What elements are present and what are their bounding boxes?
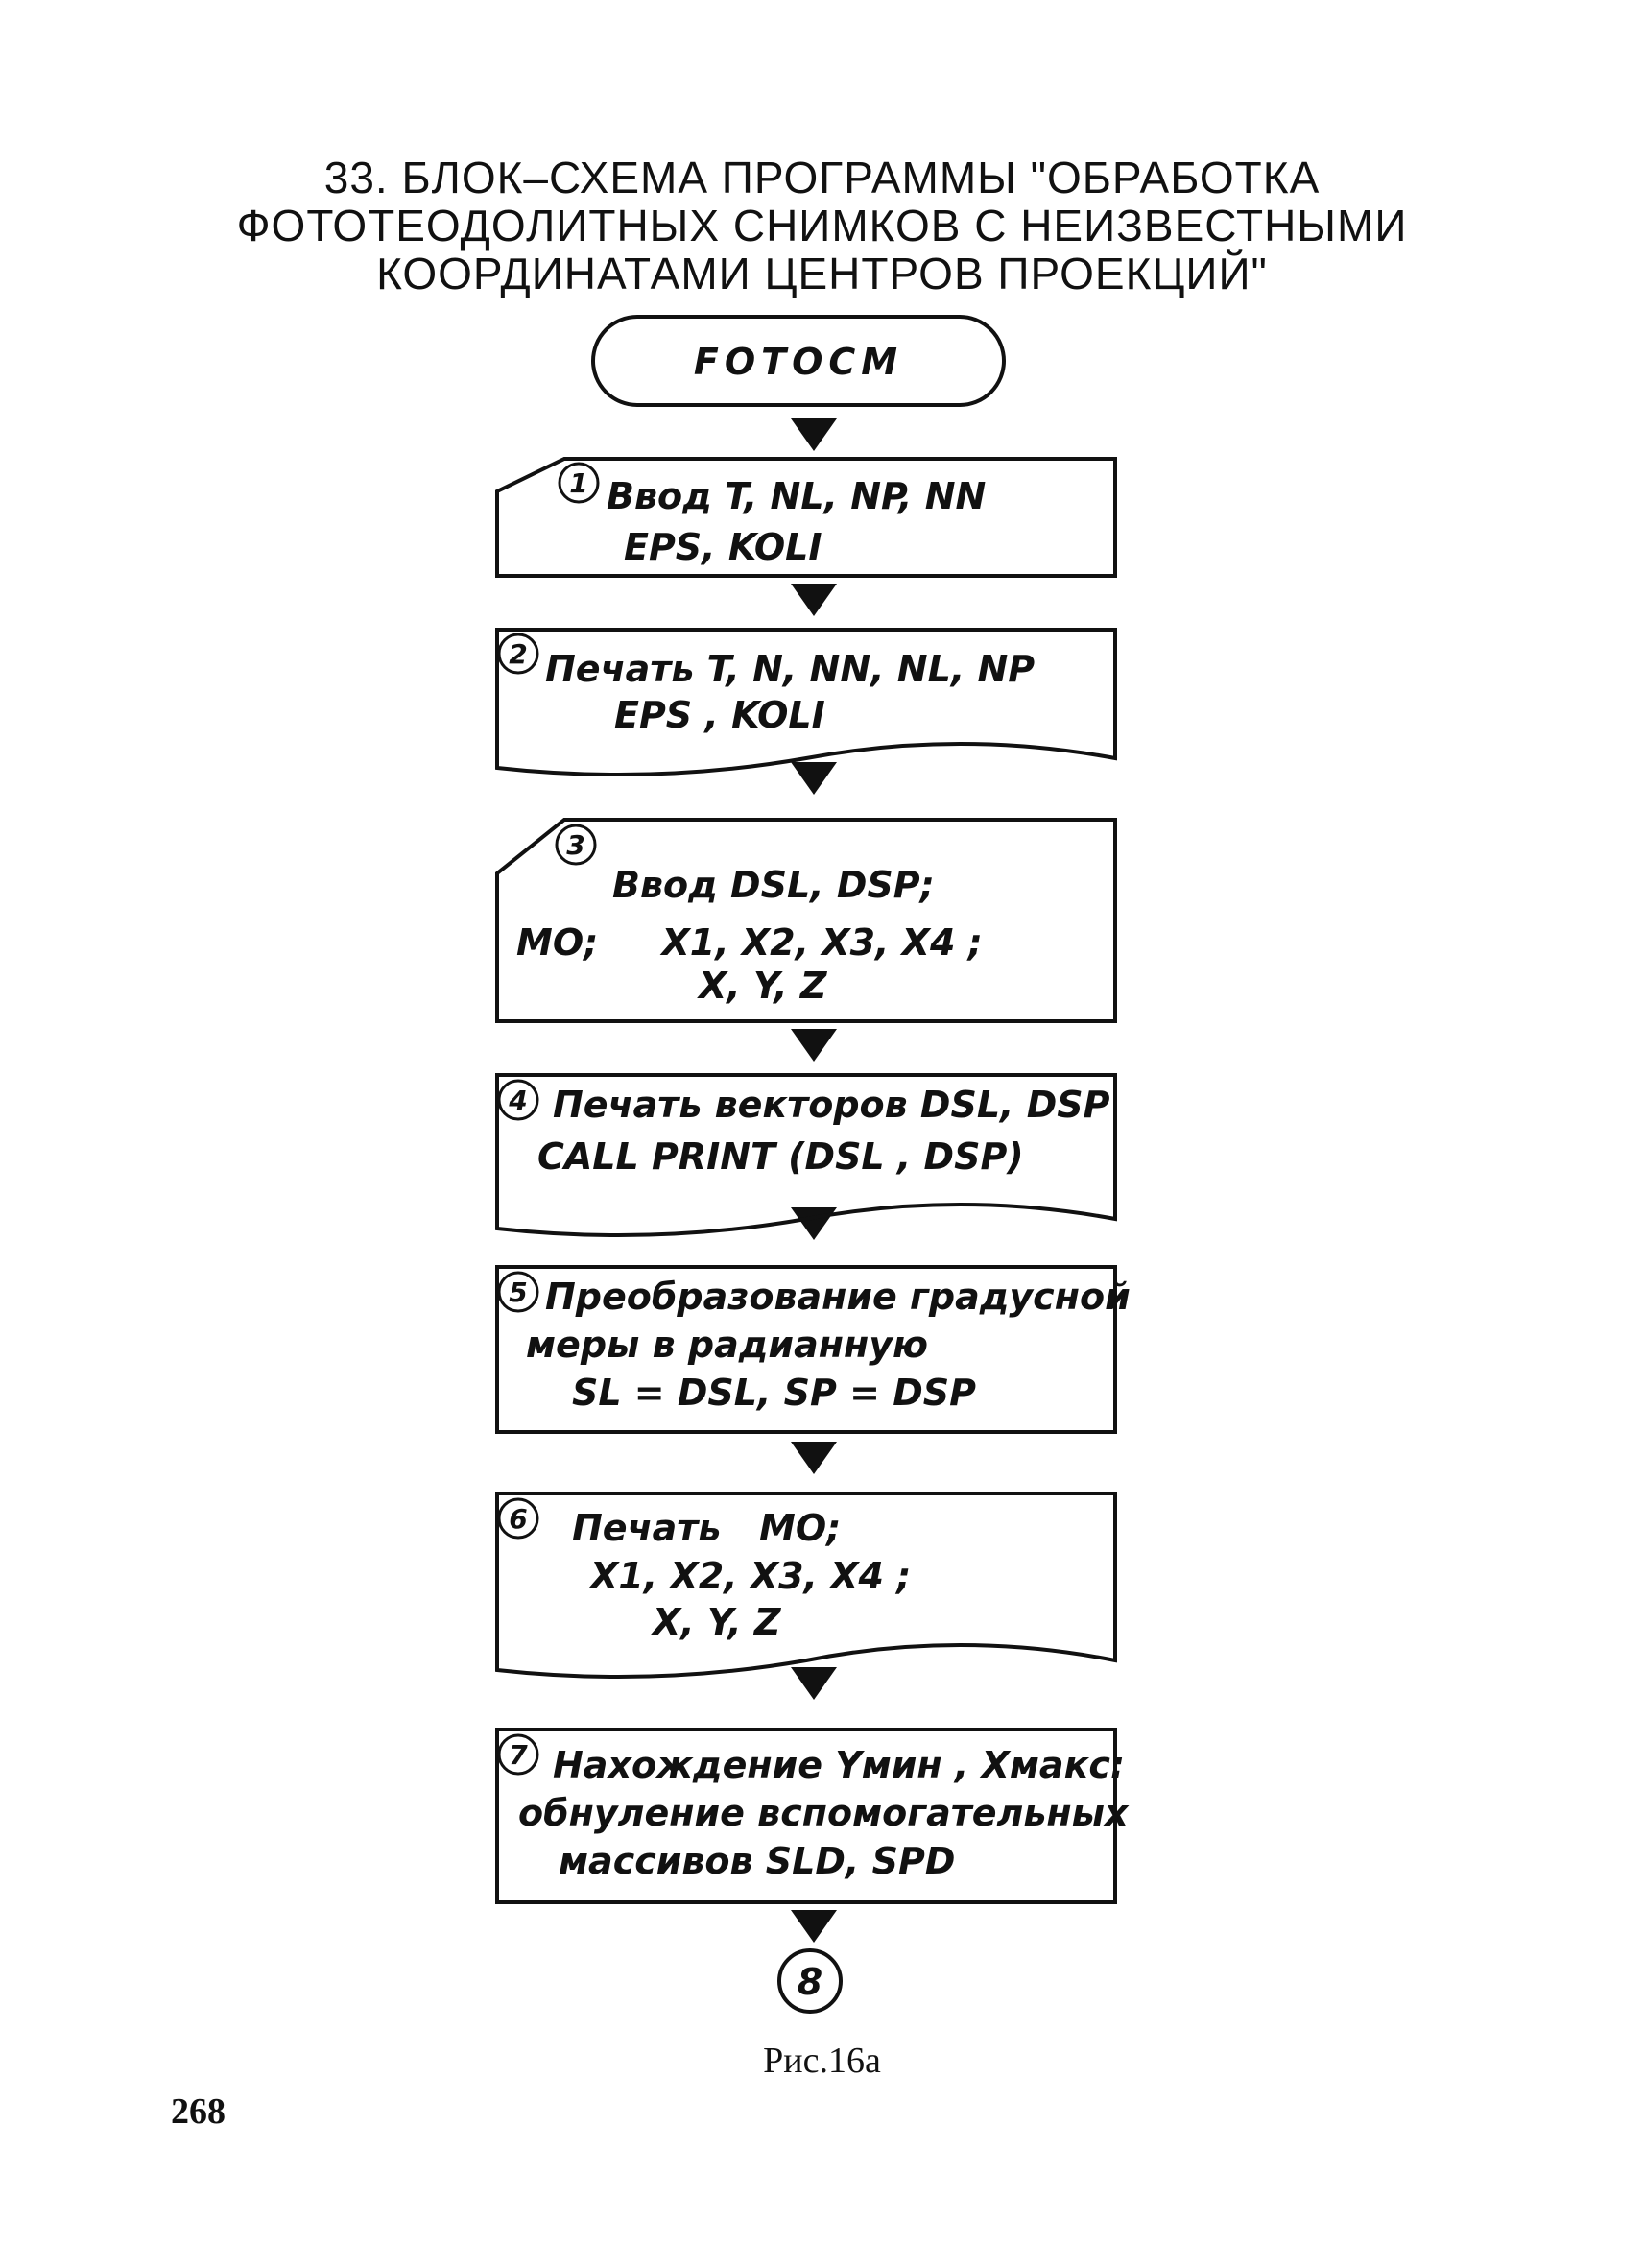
block-3-line-2: MO; X1, X2, X3, X4 ; [516,921,983,964]
arrow-down-icon [791,418,837,451]
arrow-down-icon [791,1442,837,1474]
block-7-line-2: обнуление вспомогательных [518,1792,1130,1834]
block-5-line-3: SL = DSL, SP = DSP [572,1372,976,1414]
connector-label: 8 [798,1961,822,2003]
block-4-line-1: Печать векторов DSL, DSP [553,1084,1110,1126]
title-line-1: 33. БЛОК–СХЕМА ПРОГРАММЫ "ОБРАБОТКА [323,153,1321,203]
block-3-line-3: X, Y, Z [697,965,828,1007]
arrow-down-icon [791,762,837,795]
block-5-process: 5 Преобразование градусной меры в радиан… [495,1265,1131,1434]
block-2-print: 2 Печать T, N, NN, NL, NP EPS , KOLI [495,628,1117,777]
arrow-down-icon [791,1667,837,1700]
connector-circle [777,1948,843,2014]
block-6-number: 6 [509,1503,527,1535]
page-number: 268 [171,2091,226,2132]
block-1-line-1: Ввод T, NL, NP, NN [607,475,986,517]
block-4-print: 4 Печать векторов DSL, DSP CALL PRINT (D… [495,1073,1117,1238]
block-6-print: 6 Печать MO; X1, X2, X3, X4 ; X, Y, Z [495,1492,1117,1680]
block-5-line-1: Преобразование градусной [545,1276,1131,1318]
terminal-start [591,315,1006,407]
block-5-number: 5 [509,1277,527,1308]
block-number-circle [497,1733,539,1776]
block-number-circle [555,824,597,866]
block-3-number: 3 [566,829,584,861]
block-6-line-2: X1, X2, X3, X4 ; [588,1555,911,1597]
arrow-down-icon [791,1207,837,1240]
block-2-line-1: Печать T, N, NN, NL, NP [545,648,1035,690]
terminal-label: FOTOCM [694,341,903,383]
block-2-number: 2 [509,638,527,670]
block-3-input: 3 Ввод DSL, DSP; MO; X1, X2, X3, X4 ; X,… [495,818,1117,1023]
title-line-2: ФОТОТЕОДОЛИТНЫХ СНИМКОВ С НЕИЗВЕСТНЫМИ [236,201,1408,251]
arrow-down-icon [791,584,837,616]
block-6-line-1: Печать MO; [572,1507,841,1549]
block-1-number: 1 [569,467,587,499]
block-number-circle [497,1497,539,1540]
block-number-circle [558,462,600,504]
page-title: 33. БЛОК–СХЕМА ПРОГРАММЫ "ОБРАБОТКА ФОТО… [0,154,1644,298]
block-4-number: 4 [508,1085,527,1116]
block-7-number: 7 [509,1739,528,1771]
block-7-process: 7 Нахождение Yмин , Xмакс: обнуление всп… [495,1728,1130,1904]
block-number-circle [497,633,539,675]
block-2-line-2: EPS , KOLI [614,694,825,736]
block-6-line-3: X, Y, Z [651,1601,782,1643]
block-1-line-2: EPS, KOLI [624,526,822,568]
block-1-input: 1 Ввод T, NL, NP, NN EPS, KOLI [495,457,1117,578]
arrow-down-icon [791,1910,837,1943]
block-5-line-2: меры в радианную [526,1324,928,1366]
block-4-line-2: CALL PRINT (DSL , DSP) [537,1135,1024,1178]
block-3-line-1: Ввод DSL, DSP; [612,864,935,906]
arrow-down-icon [791,1029,837,1062]
block-7-line-3: массивов SLD, SPD [559,1840,955,1882]
title-line-3: КООРДИНАТАМИ ЦЕНТРОВ ПРОЕКЦИЙ" [376,249,1268,298]
block-number-circle [497,1271,539,1313]
block-number-circle [497,1079,539,1121]
figure-caption: Рис.16а [763,2041,881,2081]
block-7-line-1: Нахождение Yмин , Xмакс: [553,1744,1125,1786]
flow-arrows [791,418,837,1943]
